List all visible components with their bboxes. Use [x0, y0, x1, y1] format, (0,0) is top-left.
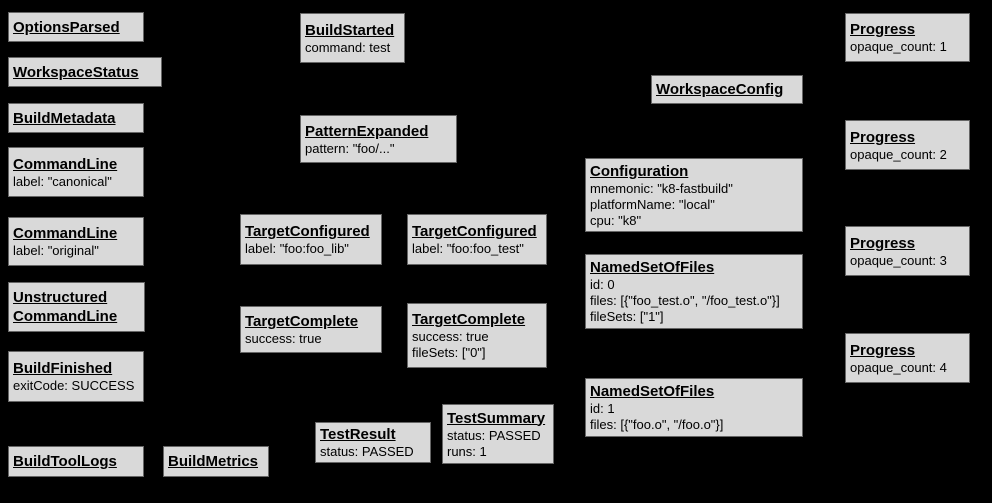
node-field: runs: 1	[447, 443, 487, 459]
node-field: success: true	[412, 329, 489, 344]
node-title: Progress	[850, 234, 916, 252]
node-field: exitCode: SUCCESS	[13, 378, 135, 393]
node-target-complete-foo-test: TargetComplete success: true fileSets: […	[407, 303, 547, 368]
node-title: BuildMetrics	[168, 453, 259, 470]
node-title: WorkspaceStatus	[13, 63, 139, 81]
node-test-summary: TestSummary status: PASSED runs: 1	[442, 404, 554, 464]
node-title: BuildStarted	[305, 21, 395, 39]
node-field: files: [{"foo_test.o", "/foo_test.o"}]	[590, 293, 780, 308]
node-build-metadata: BuildMetadata	[8, 103, 144, 133]
node-title: CommandLine	[13, 155, 118, 173]
node-target-configured-foo-lib: TargetConfigured label: "foo:foo_lib"	[240, 214, 382, 265]
node-progress-4: Progress opaque_count: 4	[845, 333, 970, 383]
node-unstructured-command-line: Unstructured CommandLine	[8, 282, 145, 332]
node-title: BuildMetadata	[13, 109, 116, 127]
node-field: mnemonic: "k8-fastbuild"	[590, 180, 733, 196]
node-title: Unstructured CommandLine	[13, 289, 118, 325]
node-pattern-expanded: PatternExpanded pattern: "foo/..."	[300, 115, 457, 163]
node-title: CommandLine	[13, 225, 118, 242]
node-field: opaque_count: 3	[850, 252, 947, 268]
node-field: status: PASSED	[447, 427, 541, 443]
node-named-set-of-files-0: NamedSetOfFiles id: 0 files: [{"foo_test…	[585, 254, 803, 329]
node-field: fileSets: ["1"]	[590, 309, 664, 324]
node-field: label: "canonical"	[13, 173, 112, 189]
node-title: NamedSetOfFiles	[590, 383, 715, 400]
node-title: Progress	[850, 341, 916, 359]
node-title: BuildToolLogs	[13, 453, 117, 470]
node-named-set-of-files-1: NamedSetOfFiles id: 1 files: [{"foo.o", …	[585, 378, 803, 437]
node-command-line-canonical: CommandLine label: "canonical"	[8, 147, 144, 197]
node-command-line-original: CommandLine label: "original"	[8, 217, 144, 266]
node-build-started: BuildStarted command: test	[300, 13, 405, 63]
node-title: BuildFinished	[13, 360, 113, 377]
node-title: Configuration	[590, 162, 689, 180]
node-field: opaque_count: 4	[850, 359, 947, 375]
node-workspace-config: WorkspaceConfig	[651, 75, 803, 104]
node-title: WorkspaceConfig	[656, 81, 784, 98]
node-title: TargetConfigured	[412, 223, 537, 240]
node-field: label: "foo:foo_test"	[412, 241, 524, 256]
node-build-tool-logs: BuildToolLogs	[8, 446, 144, 477]
node-title: PatternExpanded	[305, 122, 429, 140]
node-field: files: [{"foo.o", "/foo.o"}]	[590, 417, 724, 432]
node-title: TargetComplete	[412, 311, 526, 328]
node-field: id: 0	[590, 277, 615, 292]
node-title: TestResult	[320, 426, 396, 443]
node-progress-3: Progress opaque_count: 3	[845, 226, 970, 276]
node-field: command: test	[305, 39, 391, 55]
node-field: label: "original"	[13, 243, 99, 258]
node-title: OptionsParsed	[13, 18, 120, 36]
node-target-configured-foo-test: TargetConfigured label: "foo:foo_test"	[407, 214, 547, 265]
node-field: id: 1	[590, 401, 615, 416]
node-title: NamedSetOfFiles	[590, 259, 715, 276]
node-field: fileSets: ["0"]	[412, 345, 486, 360]
node-test-result: TestResult status: PASSED	[315, 422, 431, 463]
node-options-parsed: OptionsParsed	[8, 12, 144, 42]
node-build-metrics: BuildMetrics	[163, 446, 269, 477]
node-progress-1: Progress opaque_count: 1	[845, 13, 970, 62]
node-field: label: "foo:foo_lib"	[245, 241, 349, 256]
node-target-complete-foo-lib: TargetComplete success: true	[240, 306, 382, 353]
node-field: opaque_count: 1	[850, 39, 947, 54]
node-field: cpu: "k8"	[590, 212, 642, 228]
node-title: Progress	[850, 128, 916, 146]
node-workspace-status: WorkspaceStatus	[8, 57, 162, 87]
node-field: opaque_count: 2	[850, 146, 947, 162]
node-field: status: PASSED	[320, 444, 414, 459]
node-title: TargetComplete	[245, 313, 359, 330]
node-field: pattern: "foo/..."	[305, 140, 395, 156]
node-field: platformName: "local"	[590, 196, 715, 212]
node-build-finished: BuildFinished exitCode: SUCCESS	[8, 351, 144, 402]
node-title: TargetConfigured	[245, 223, 370, 240]
node-field: success: true	[245, 331, 322, 346]
node-progress-2: Progress opaque_count: 2	[845, 120, 970, 170]
node-title: TestSummary	[447, 409, 546, 427]
node-configuration: Configuration mnemonic: "k8-fastbuild" p…	[585, 158, 803, 232]
node-title: Progress	[850, 21, 916, 38]
